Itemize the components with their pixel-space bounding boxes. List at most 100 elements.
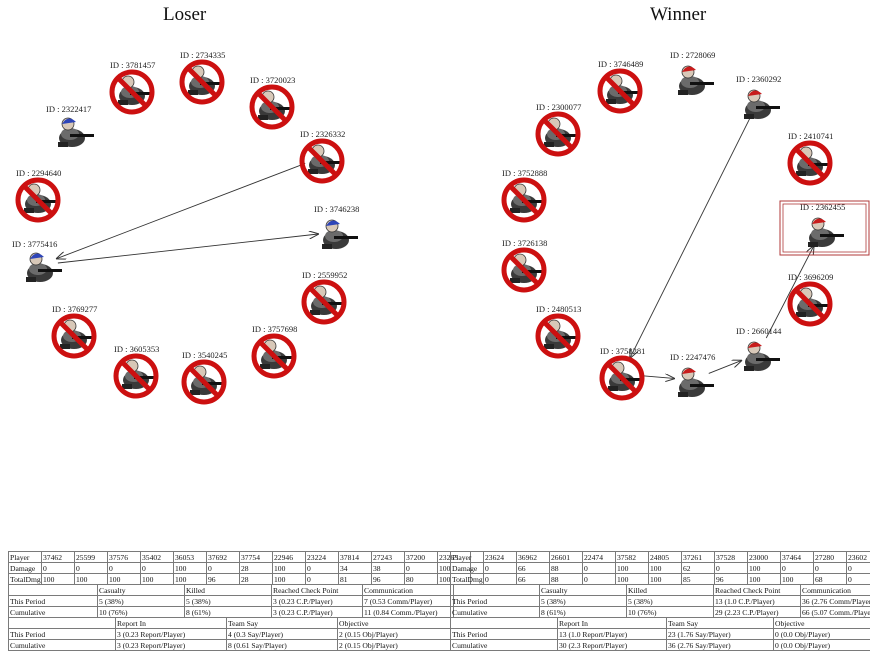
eliminated-no-symbol-icon [113,353,159,399]
player-id-label: ID : 2362455 [800,202,845,212]
table-cell: 36 (2.76 Comm/Player) [800,595,870,607]
eliminated-no-symbol-icon [51,313,97,359]
winner-edge-arrow [708,361,742,374]
eliminated-no-symbol-icon [535,313,581,359]
winner-player-node: ID : 2247476 [670,352,715,398]
eliminated-no-symbol-icon [535,111,581,157]
table-cell: Cumulative [8,639,116,651]
table-header-cell: Team Say [666,617,774,629]
table-cell: This Period [450,595,540,607]
player-id-label: ID : 3758281 [600,346,645,356]
table-header-cell: 36053 [173,551,207,563]
winner-edge-arrow [639,376,674,379]
table-cell: 81 [338,573,372,585]
table-cell: 28 [239,573,273,585]
eliminated-no-symbol-icon [181,359,227,405]
player-id-label: ID : 2728069 [670,50,715,60]
table-cell: 0 [41,562,75,574]
eliminated-slash-icon [794,147,826,179]
table-cell: 0 (0.0 Obj/Player) [773,628,870,640]
eliminated-slash-icon [794,288,826,320]
table-header-cell [450,617,558,629]
table-header-cell: Killed [184,584,272,596]
winner-edges [630,117,814,379]
table-header-cell: 22474 [582,551,616,563]
winner-player-node: ID : 3746489 [597,59,643,114]
loser-panel-title: Loser [163,4,207,25]
table-cell: 96 [371,573,405,585]
eliminated-slash-icon [258,340,290,372]
eliminated-no-symbol-icon [179,59,225,105]
table-cell: 5 (38%) [539,595,627,607]
table-cell: 0 [206,562,240,574]
table-header-cell: Reached Check Point [713,584,801,596]
table-cell: 2 (0.15 Obj/Player) [337,639,451,651]
table-header-cell: 37754 [239,551,273,563]
table-cell: 0 [846,562,870,574]
loser-player-node: ID : 2326332 [299,129,345,184]
player-id-label: ID : 3769277 [52,304,97,314]
table-cell: 34 [338,562,372,574]
winner-edge-arrow [630,117,751,358]
table-cell: 0 [813,562,847,574]
table-header-cell: 24805 [648,551,682,563]
winner-player-node: ID : 3752888 [501,168,547,223]
table-cell: 4 (0.3 Say/Player) [226,628,338,640]
table-cell: 8 (61%) [184,606,272,618]
table-header-cell: 37462 [41,551,75,563]
table-cell: 38 [371,562,405,574]
winner-player-node: ID : 2728069 [670,50,715,96]
player-id-label: ID : 2410741 [788,131,833,141]
eliminated-slash-icon [22,184,54,216]
loser-player-node: ID : 2559952 [301,270,347,325]
player-id-label: ID : 3775416 [12,239,57,249]
winner-player-node: ID : 3758281 [599,346,645,401]
eliminated-no-symbol-icon [299,138,345,184]
table-cell: 85 [681,573,715,585]
table-cell: 11 (0.84 Comm./Player) [362,606,454,618]
table-cell: 0 [305,573,339,585]
table-cell: 0 [582,573,616,585]
table-cell: 100 [272,573,306,585]
table-header-cell: 27280 [813,551,847,563]
table-header-cell: 37261 [681,551,715,563]
table-header-cell: Player [450,551,484,563]
table-cell: 0 [582,562,616,574]
table-header-cell: 37528 [714,551,748,563]
table-cell: 8 (61%) [539,606,627,618]
winner-panel-title: Winner [650,4,707,25]
table-cell: 30 (2.3 Report/Player) [557,639,667,651]
table-header-cell: Report In [115,617,227,629]
table-cell: 100 [173,562,207,574]
table-header-cell: 23624 [483,551,517,563]
player-id-label: ID : 3605353 [114,344,159,354]
loser-edges [57,163,318,264]
table-cell: TotalDmg [450,573,484,585]
table-header-cell: Reached Check Point [271,584,363,596]
player-id-label: ID : 2559952 [302,270,347,280]
table-cell: This Period [8,628,116,640]
winner-player-node: ID : 3696209 [787,272,833,327]
eliminated-no-symbol-icon [15,177,61,223]
table-header-cell: 25599 [74,551,108,563]
table-header-cell: Report In [557,617,667,629]
winner-edge-arrow [765,246,813,339]
table-cell: 100 [747,562,781,574]
eliminated-no-symbol-icon [249,84,295,130]
table-cell: TotalDmg [8,573,42,585]
table-header-cell: 26601 [549,551,583,563]
table-cell: 100 [140,573,174,585]
table-cell: 100 [41,573,75,585]
table-header-cell [450,584,540,596]
table-cell: 0 [483,573,517,585]
table-header-cell: Casualty [539,584,627,596]
loser-player-node: ID : 3757698 [251,324,297,379]
loser-edge-arrow [57,163,306,258]
eliminated-slash-icon [306,145,338,177]
